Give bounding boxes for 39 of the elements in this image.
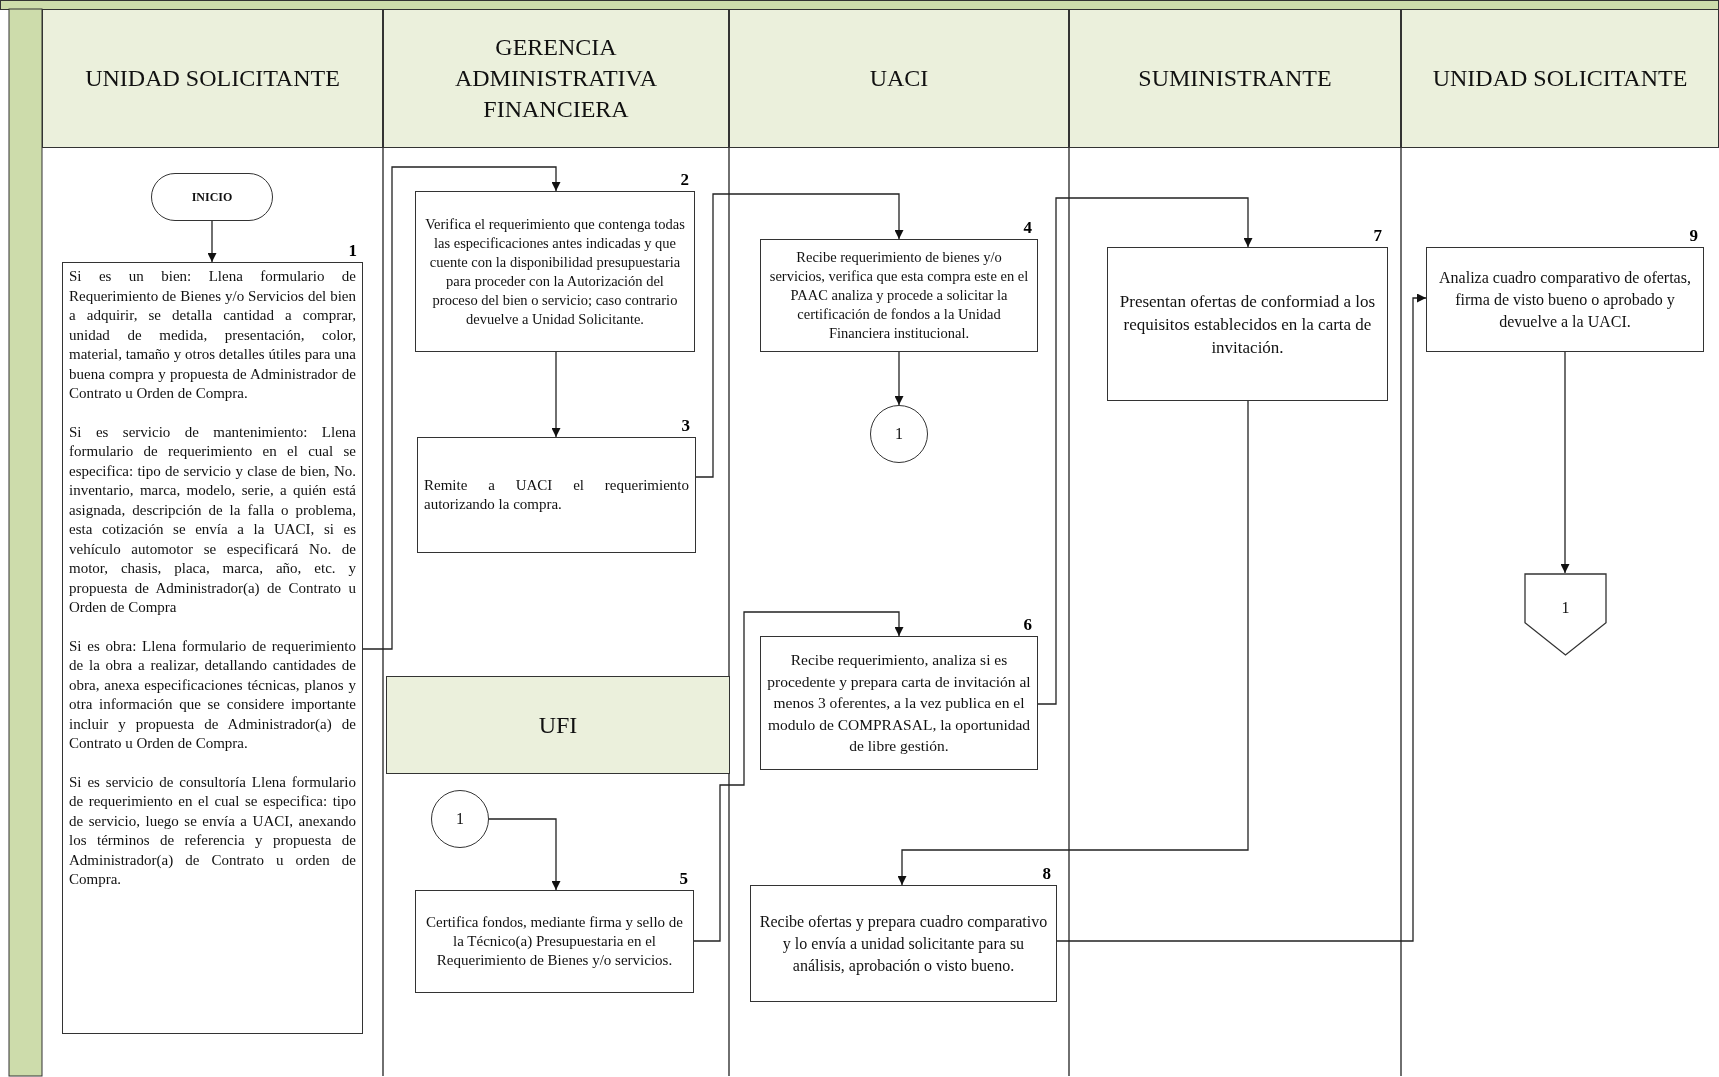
arrow — [1560, 351, 1570, 574]
step-number: 8 — [1041, 865, 1051, 883]
lane-header: SUMINISTRANTE — [1069, 9, 1401, 148]
process-box: Analiza cuadro comparativo de ofertas, firma de visto bueno o aprobado y devuelve a la UACI. — [1426, 247, 1704, 352]
step-number: 3 — [680, 417, 690, 435]
step-number: 5 — [678, 870, 688, 888]
lane-header: UACI — [729, 9, 1069, 148]
arrow — [551, 351, 561, 438]
lane-header: UNIDAD SOLICITANTE — [1401, 9, 1719, 148]
process-box: Recibe requerimiento de bienes y/o servicios, verifica que esta compra este en el PAAC analiza y procede a solicitar la certificación de fondos a la Unidad Financiera institucional. — [760, 239, 1038, 352]
process-box: Certifica fondos, mediante firma y sello de la Técnico(a) Presupuestaria en el Requerimiento de Bienes y/o servicios. — [415, 890, 694, 993]
arrow — [488, 818, 561, 891]
arrow — [897, 400, 1249, 886]
connector-circle: 1 — [870, 405, 928, 463]
step-number: 4 — [1022, 219, 1032, 237]
lane-header: GERENCIA ADMINISTRATIVA FINANCIERA — [383, 9, 729, 148]
step-number: 2 — [679, 171, 689, 189]
process-box: Si es un bien: Llena formulario de Requerimiento de Bienes y/o Servicios del bien a adquirir, se detalla cantidad a comprar, unidad de medida, presentación, color, material, tamaño y otros detalles útiles para una buena compra y propuesta de Administrador de Contrato u Orden de Compra. Si es servicio de mantenimiento: Llena formulario de requerimiento en el cual se especifica: tipo de servicio y clase de bien, No. inventario, marca, modelo, serie, a quién está asignada, descripción de la falla o problema, esta cotización se envía a la UACI, si es vehículo automotor se especificará No. de motor, chasis, placa, marca, año, etc. y propuesta de Administrador(a) de Contrato u Orden de Compra Si es obra: Llena formulario de requerimiento de la obra a realizar, detallando cantidades de obra, anexa especificaciones técnicas, planos y otra información que se considere importante incluir y propuesta de Administrador(a) de Contrato u Orden de Compra. Si es servicio de consultoría Llena formulario de requerimiento en el cual se especifica: tipo de servicio, luego se envía a UACI, anexando los términos de referencia y propuesta de Administrador(a) de Contrato u orden de Compra. — [62, 262, 363, 1034]
process-box: Recibe requerimiento, analiza si es procedente y prepara carta de invitación al menos 3 oferentes, a la vez publica en el modulo de COMPRASAL, la oportunidad de libre gestión. — [760, 636, 1038, 770]
process-box: Presentan ofertas de conformiad a los requisitos establecidos en la carta de invitación. — [1107, 247, 1388, 401]
arrow — [894, 351, 904, 406]
arrow — [362, 166, 561, 650]
step-number: 7 — [1372, 227, 1382, 245]
process-box: Remite a UACI el requerimiento autorizando la compra. — [417, 437, 696, 553]
connector-circle: 1 — [431, 790, 489, 848]
process-box: Recibe ofertas y prepara cuadro comparativo y lo envía a unidad solicitante para su análisis, aprobación o visto bueno. — [750, 885, 1057, 1002]
lane-header: UNIDAD SOLICITANTE — [42, 9, 383, 148]
off-page-connector: 1 — [1524, 573, 1607, 656]
arrow — [1056, 293, 1427, 942]
arrow — [207, 220, 217, 263]
start-terminal: INICIO — [151, 173, 273, 221]
arrow — [1037, 197, 1253, 705]
step-number: 1 — [347, 242, 357, 260]
process-box: Verifica el requerimiento que contenga todas las especificaciones antes indicadas y que cuente con la disponibilidad presupuestaria para proceder con la Autorización del proceso del bien o servicio; caso contrario devuelve a Unidad Solicitante. — [415, 191, 695, 352]
arrow — [693, 611, 904, 942]
step-number: 6 — [1022, 616, 1032, 634]
section-band: UFI — [386, 676, 730, 774]
arrow — [695, 193, 904, 478]
step-number: 9 — [1688, 227, 1698, 245]
